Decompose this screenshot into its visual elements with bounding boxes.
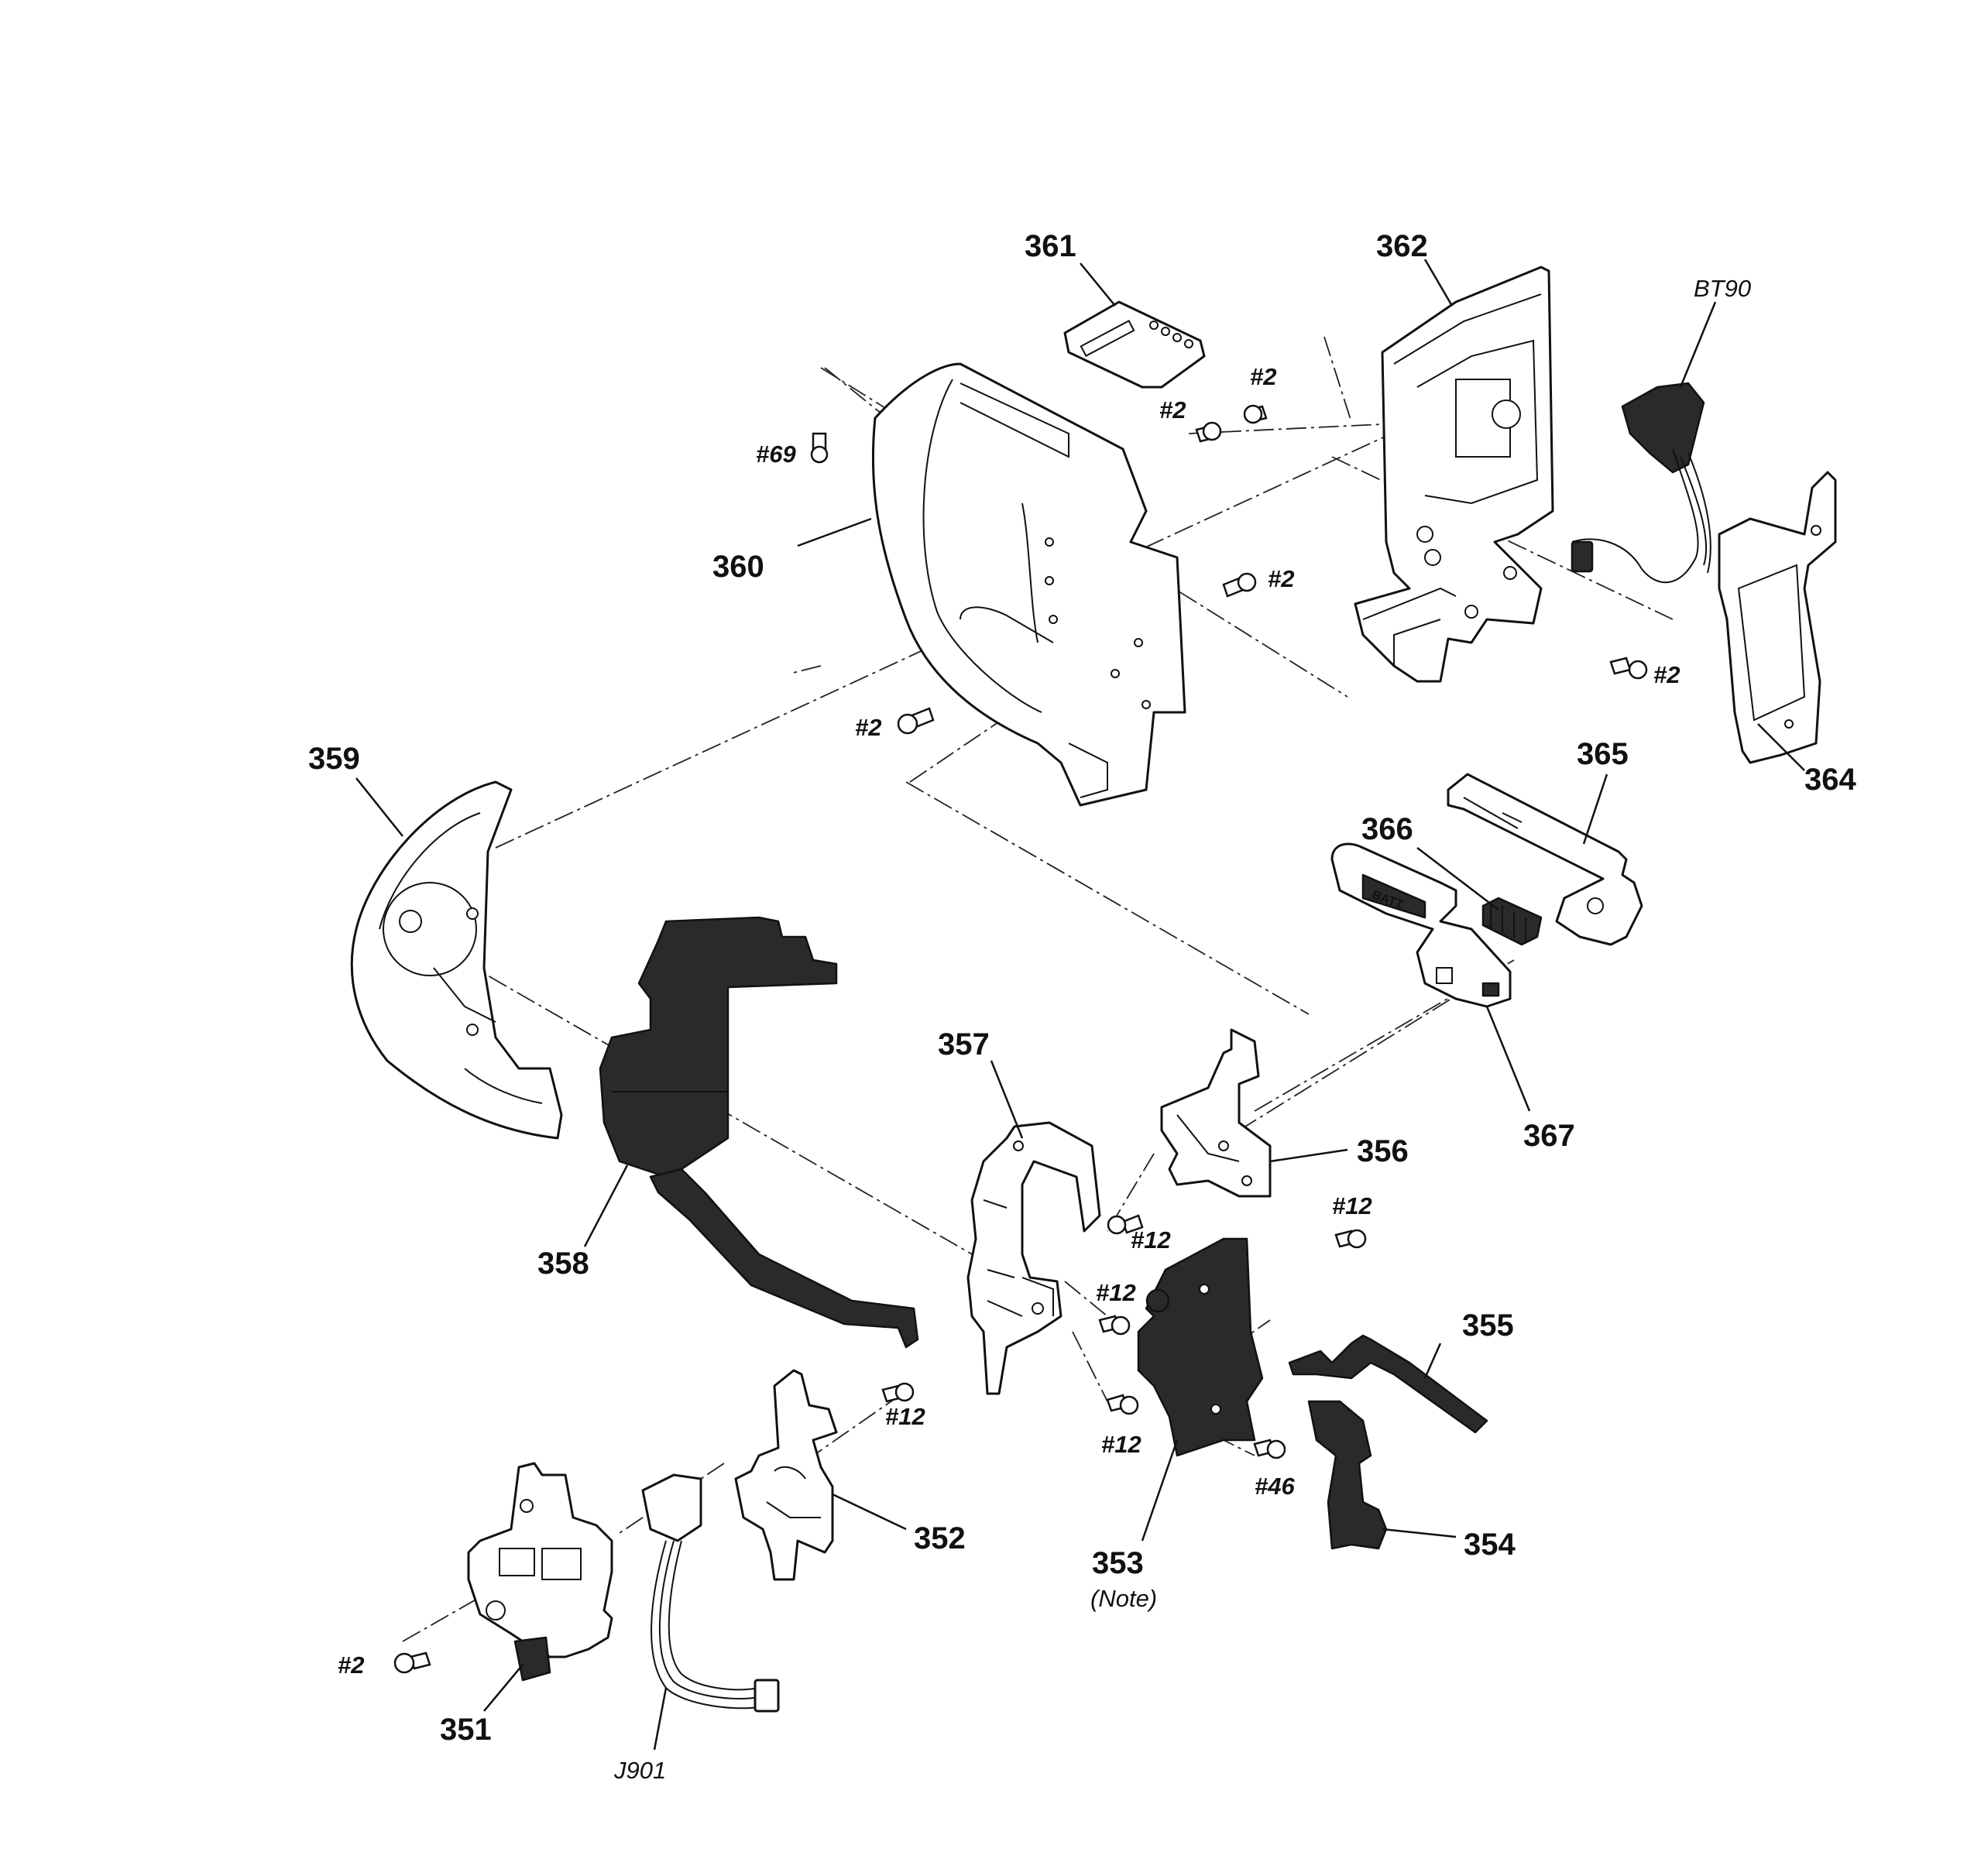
part-364-bracket xyxy=(1718,471,1837,764)
part-355-flex-strip xyxy=(1288,1334,1488,1434)
label-screw-2: #2 xyxy=(1159,396,1186,424)
label-bt90: BT90 xyxy=(1694,275,1751,302)
part-362-chassis xyxy=(1354,266,1554,683)
screw-icon xyxy=(1243,404,1268,424)
label-351: 351 xyxy=(440,1713,492,1747)
label-361: 361 xyxy=(1025,229,1076,263)
label-screw-12: #12 xyxy=(885,1403,925,1430)
screw-icon xyxy=(1334,1229,1367,1249)
label-screw-2: #2 xyxy=(338,1651,364,1679)
label-screw-2: #2 xyxy=(1268,565,1294,592)
screw-icon xyxy=(897,707,935,735)
part-367-batt-lever: BATT xyxy=(1330,842,1512,1008)
screw-icon xyxy=(1609,657,1648,680)
screws xyxy=(393,404,1648,1674)
label-367: 367 xyxy=(1523,1119,1575,1153)
label-screw-2: #2 xyxy=(1653,661,1680,688)
label-screw-2: #2 xyxy=(1250,363,1276,390)
part-357-bracket xyxy=(966,1121,1101,1395)
screw-icon xyxy=(881,1382,915,1403)
part-labels: 361 362 360 359 364 365 366 367 357 356 … xyxy=(308,229,1856,1784)
part-352-bracket xyxy=(734,1369,838,1581)
label-screw-2: #2 xyxy=(855,714,881,741)
part-358-flex-board xyxy=(599,916,919,1349)
label-352: 352 xyxy=(914,1521,966,1555)
label-screw-12: #12 xyxy=(1096,1279,1136,1306)
screw-icon xyxy=(1222,572,1257,598)
label-j901: J901 xyxy=(613,1757,666,1784)
label-screw-12: #12 xyxy=(1101,1431,1141,1458)
screw-icon xyxy=(1107,1214,1144,1235)
label-screw-12: #12 xyxy=(1332,1192,1372,1219)
label-353: 353 xyxy=(1092,1546,1144,1580)
label-screw-69: #69 xyxy=(756,441,796,468)
part-353-circuit-board xyxy=(1137,1237,1264,1457)
screw-icon xyxy=(810,432,829,464)
bt90-connector-harness xyxy=(1571,382,1711,584)
label-359: 359 xyxy=(308,742,360,776)
part-356-bracket xyxy=(1160,1028,1272,1198)
label-357: 357 xyxy=(938,1027,990,1061)
label-353-note: (Note) xyxy=(1090,1585,1157,1612)
part-360-housing xyxy=(871,362,1186,807)
screw-icon xyxy=(1195,421,1222,443)
part-351-switch-block xyxy=(467,1462,613,1682)
screw-icon xyxy=(1253,1439,1286,1459)
label-356: 356 xyxy=(1357,1134,1409,1168)
screw-icon xyxy=(1106,1394,1139,1415)
label-screw-12: #12 xyxy=(1131,1226,1171,1254)
label-362: 362 xyxy=(1376,229,1428,263)
j901-connector-harness xyxy=(641,1473,780,1713)
part-361-plate xyxy=(1063,300,1206,389)
screw-icon xyxy=(393,1651,431,1674)
label-364: 364 xyxy=(1804,763,1856,797)
label-358: 358 xyxy=(537,1247,589,1281)
label-screw-46: #46 xyxy=(1255,1473,1295,1500)
label-355: 355 xyxy=(1462,1308,1514,1343)
label-354: 354 xyxy=(1464,1528,1516,1562)
label-366: 366 xyxy=(1361,812,1413,846)
leader-lines xyxy=(355,259,1805,1751)
label-360: 360 xyxy=(712,550,764,584)
label-365: 365 xyxy=(1577,737,1629,771)
part-359-side-cover xyxy=(350,780,563,1140)
screw-labels: #69 #2 #2 #2 #2 #2 #2 #12 #12 #12 #12 #1… xyxy=(338,363,1680,1679)
part-354-bracket xyxy=(1307,1400,1388,1550)
part-365-slider xyxy=(1447,773,1643,946)
screw-icon xyxy=(1098,1315,1131,1336)
